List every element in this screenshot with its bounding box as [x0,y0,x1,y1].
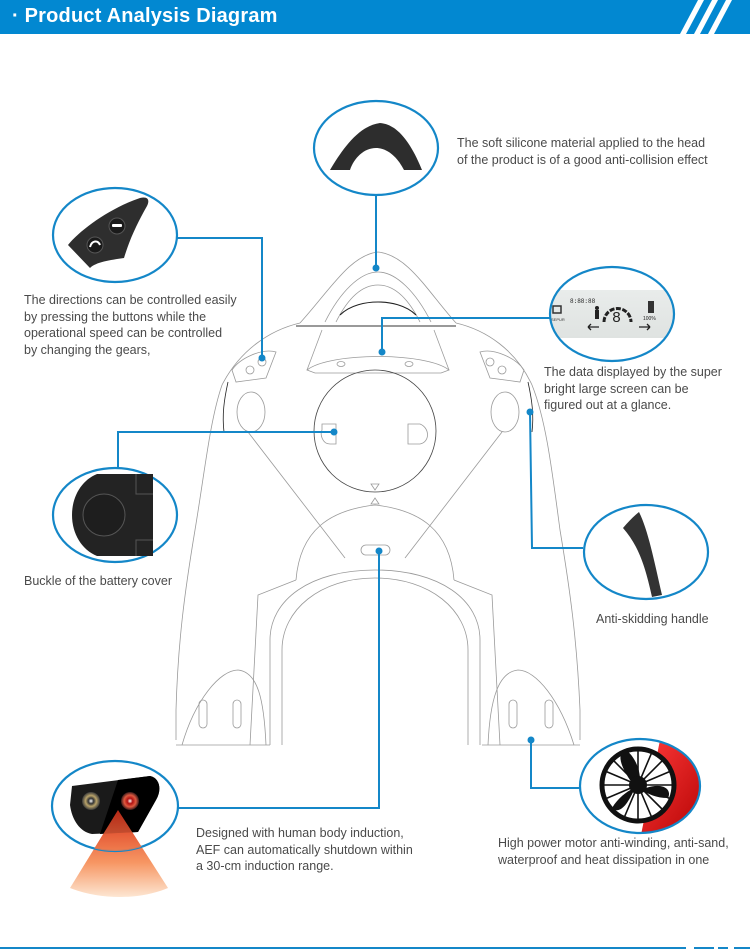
caption-line: bright large screen can be [544,381,689,396]
caption-line: by changing the gears, [24,342,151,357]
caption-handle: Anti-skidding handle [596,611,709,628]
caption-line: Designed with human body induction, [196,826,404,840]
caption-motor: High power motor anti-winding, anti-sand… [498,835,729,868]
product-outline [175,251,581,746]
caption-line: High power motor anti-winding, anti-sand… [498,836,729,850]
svg-text:SEPUR: SEPUR [551,317,565,322]
caption-line: operational speed can be controlled [24,326,223,340]
handle-grip-icon [623,512,662,597]
silicone-bumper-icon [330,123,422,170]
caption-line: of the product is of a good anti-collisi… [457,152,708,167]
caption-body-sensor: Designed with human body induction, AEF … [196,825,413,875]
caption-line: Anti-skidding handle [596,612,709,626]
caption-line: waterproof and heat dissipation in one [498,852,710,867]
caption-line: a 30-cm induction range. [196,859,334,873]
caption-control-buttons: The directions can be controlled easily … [24,292,237,358]
callout-battery-buckle [51,466,179,564]
svg-text:100%: 100% [643,316,656,322]
caption-battery-buckle: Buckle of the battery cover [24,573,172,590]
caption-line: by pressing the buttons while the [24,309,207,324]
page-title: · Product Analysis Diagram [12,5,278,27]
caption-head-bumper: The soft silicone material applied to th… [457,135,708,168]
control-buttons-icon [68,197,149,268]
connector-lines [117,196,583,809]
header-bar: · Product Analysis Diagram [0,0,750,34]
caption-line: Buckle of the battery cover [24,574,172,588]
callout-control-buttons [51,186,179,284]
footer-divider [0,947,750,949]
callout-motor [578,737,702,835]
caption-display-screen: The data displayed by the super bright l… [544,364,722,414]
caption-line: figured out at a glance. [544,398,672,412]
lcd-display-icon: SEPUR 8:88:88 8 100% [550,290,674,338]
caption-line: AEF can automatically shutdown within [196,842,413,857]
caption-line: The soft silicone material applied to th… [457,136,706,150]
stripes-decoration-icon [680,0,732,34]
connector-dots [258,264,535,744]
callout-head-bumper [312,99,440,197]
svg-text:8:88:88: 8:88:88 [570,298,596,305]
callout-handle [582,503,710,601]
callout-body-sensor [50,759,180,897]
caption-line: The data displayed by the super [544,365,722,379]
callout-display-screen: SEPUR 8:88:88 8 100% [548,265,676,363]
svg-text:8: 8 [612,310,621,327]
caption-line: The directions can be controlled easily [24,293,237,307]
